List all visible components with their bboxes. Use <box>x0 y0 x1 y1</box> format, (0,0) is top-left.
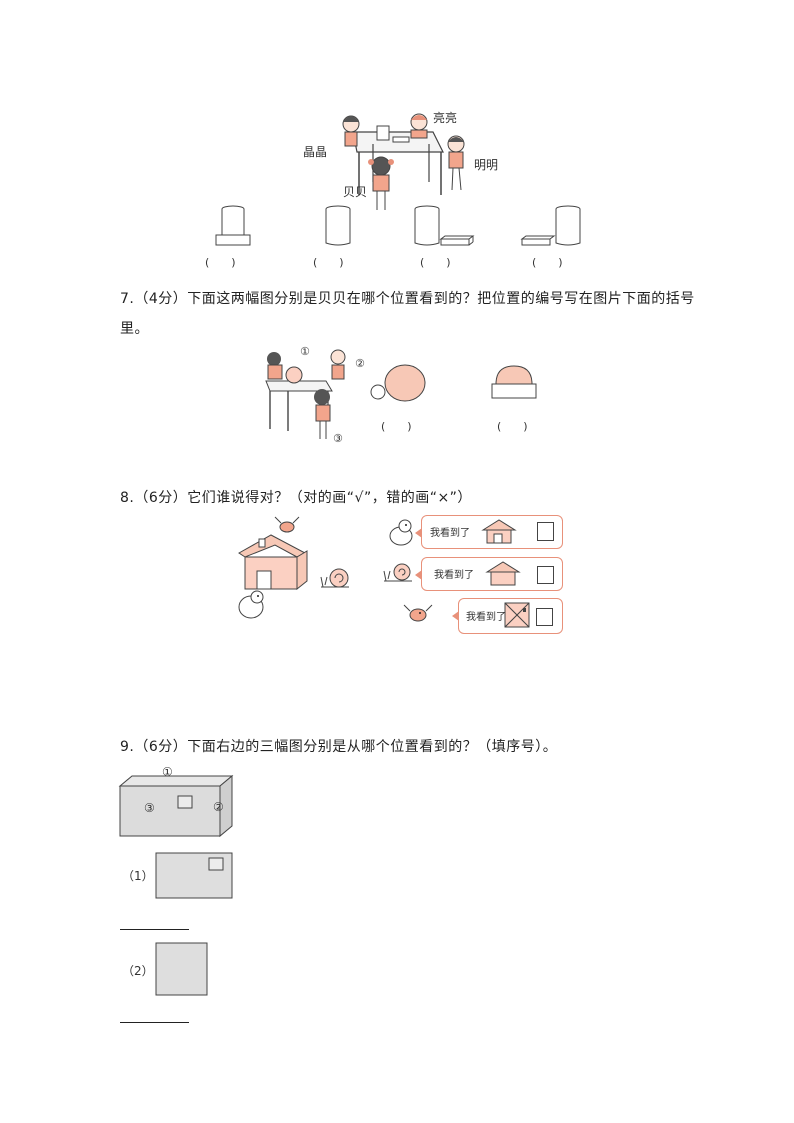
q9-marker-left: ③ <box>144 801 155 815</box>
q8-statement-bird: 我看到了 <box>400 597 563 635</box>
cylinder-view-icon <box>325 205 351 246</box>
q8-statement-chick: 我看到了 <box>385 514 563 550</box>
snail-icon <box>383 563 412 582</box>
q7-question-line-2: 里。 <box>120 321 149 337</box>
q9-answer-blank-1[interactable] <box>120 929 189 930</box>
dome-on-box-view-icon <box>491 365 537 399</box>
q7-position-marker-1: ① <box>300 345 310 358</box>
speech-bubble-tail <box>415 570 422 580</box>
q6-view-3 <box>411 203 477 251</box>
q9-option-2-label: （2） <box>122 964 154 978</box>
q9-option-1-view <box>155 852 233 903</box>
bubble-text: 我看到了 <box>466 612 506 623</box>
q9-answer-blank-2[interactable] <box>120 1022 189 1023</box>
q9-marker-top: ① <box>162 765 173 779</box>
cuboid-figure <box>118 774 234 838</box>
bubble-text: 我看到了 <box>430 528 470 539</box>
cylinder-right-box-view-icon <box>414 205 475 246</box>
q7-position-marker-3: ③ <box>333 432 343 445</box>
name-mingming: 明明 <box>474 158 499 172</box>
q7-position-marker-2: ② <box>355 357 365 370</box>
front-view-rectangle-icon <box>155 852 233 899</box>
q6-view-4 <box>518 203 584 251</box>
q6-table-scene-illustration <box>342 113 465 210</box>
box-left-cylinder-view-icon <box>520 205 581 246</box>
q6-answer-paren-4[interactable]: ( ) <box>532 256 563 269</box>
q8-scene <box>235 515 360 625</box>
q7-answer-paren-1[interactable]: ( ) <box>381 420 412 433</box>
q6-scene <box>295 100 505 215</box>
speech-bubble-tail <box>415 528 422 538</box>
answer-box-2[interactable] <box>537 566 554 584</box>
q6-view-2 <box>322 203 354 251</box>
chick-icon <box>389 519 413 546</box>
q9-option-2-view <box>155 942 208 1000</box>
q6-answer-paren-1[interactable]: ( ) <box>205 256 236 269</box>
bird-icon <box>403 604 433 622</box>
q6-answer-paren-3[interactable]: ( ) <box>420 256 451 269</box>
name-beibei: 贝贝 <box>343 185 368 199</box>
house-bird-chick-snail-illustration <box>238 516 349 619</box>
q7-answer-paren-2[interactable]: ( ) <box>497 420 528 433</box>
house-side-view-icon <box>485 561 521 586</box>
q8-question: 8.（6分）它们谁说得对？（对的画“√”，错的画“×”） <box>120 490 472 506</box>
q6-view-1 <box>212 203 264 251</box>
bubble-text: 我看到了 <box>434 570 474 581</box>
q9-option-1-label: （1） <box>122 869 154 883</box>
answer-box-1[interactable] <box>537 522 554 541</box>
q7-view-sphere-left <box>368 362 428 408</box>
speech-bubble-tail <box>452 611 459 621</box>
cylinder-box-view-icon <box>215 205 251 246</box>
q9-cuboid <box>118 774 236 842</box>
q7-table-children-illustration <box>265 349 346 439</box>
q8-statement-snail: 我看到了 <box>380 556 563 592</box>
house-top-view-icon <box>504 602 530 628</box>
house-front-view-icon <box>481 519 517 544</box>
ball-and-circle-view-icon <box>370 364 426 402</box>
answer-box-3[interactable] <box>536 608 553 626</box>
q6-answer-paren-2[interactable]: ( ) <box>313 256 344 269</box>
q7-view-dome <box>490 364 538 404</box>
name-jingjing: 晶晶 <box>303 145 328 159</box>
name-liangliang: 亮亮 <box>433 111 458 125</box>
q7-question-line-1: 7.（4分）下面这两幅图分别是贝贝在哪个位置看到的？把位置的编号写在图片下面的括… <box>120 291 695 307</box>
q7-scene <box>258 345 358 445</box>
q9-marker-right: ② <box>213 800 224 814</box>
side-view-square-icon <box>155 942 208 996</box>
q9-question: 9.（6分）下面右边的三幅图分别是从哪个位置看到的？（填序号）。 <box>120 739 558 755</box>
